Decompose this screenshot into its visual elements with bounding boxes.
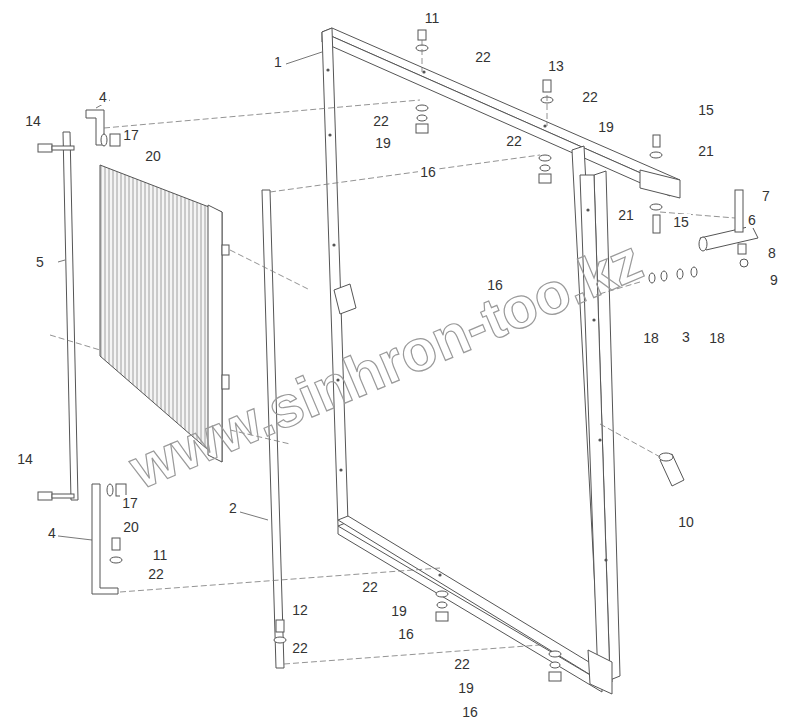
callout-number: 16 [418,164,438,180]
callout-number: 22 [290,640,310,656]
callout-number: 22 [360,579,380,595]
callout-number: 22 [371,113,391,129]
callout-number: 3 [680,329,692,345]
callout-number: 17 [121,127,141,143]
callout-number: 19 [456,680,476,696]
callout-number: 22 [452,656,472,672]
callout-number: 11 [151,547,170,563]
callout-number: 13 [546,58,566,74]
callout-number: 21 [696,143,716,159]
callout-number: 6 [746,212,758,228]
callout-number: 21 [616,207,636,223]
callout-number: 18 [707,330,727,346]
callout-number: 2 [227,500,239,516]
callout-number: 15 [671,214,691,230]
callout-number: 1 [272,54,284,70]
callout-number: 9 [768,272,780,288]
callout-number: 4 [97,89,109,105]
callout-number: 22 [504,133,524,149]
callout-number: 19 [389,603,409,619]
callout-number: 19 [373,135,393,151]
callout-number: 15 [696,102,716,118]
callout-number: 10 [676,514,696,530]
callout-number: 8 [766,245,778,261]
callout-number: 22 [580,89,600,105]
callout-number: 18 [641,330,661,346]
callout-number: 5 [34,254,46,270]
callout-number: 17 [120,495,140,511]
callout-number: 19 [596,119,616,135]
callout-number: 20 [143,148,163,164]
callout-number: 16 [396,626,416,642]
callout-number: 12 [290,602,310,618]
callout-number: 14 [15,451,35,467]
callout-number: 22 [146,566,166,582]
callout-number: 7 [760,188,772,204]
callout-number: 11 [423,10,442,26]
callout-number: 16 [460,704,480,720]
callout-number: 20 [121,519,141,535]
callout-number: 4 [46,525,58,541]
callout-number: 22 [473,49,493,65]
callout-number: 14 [23,113,43,129]
